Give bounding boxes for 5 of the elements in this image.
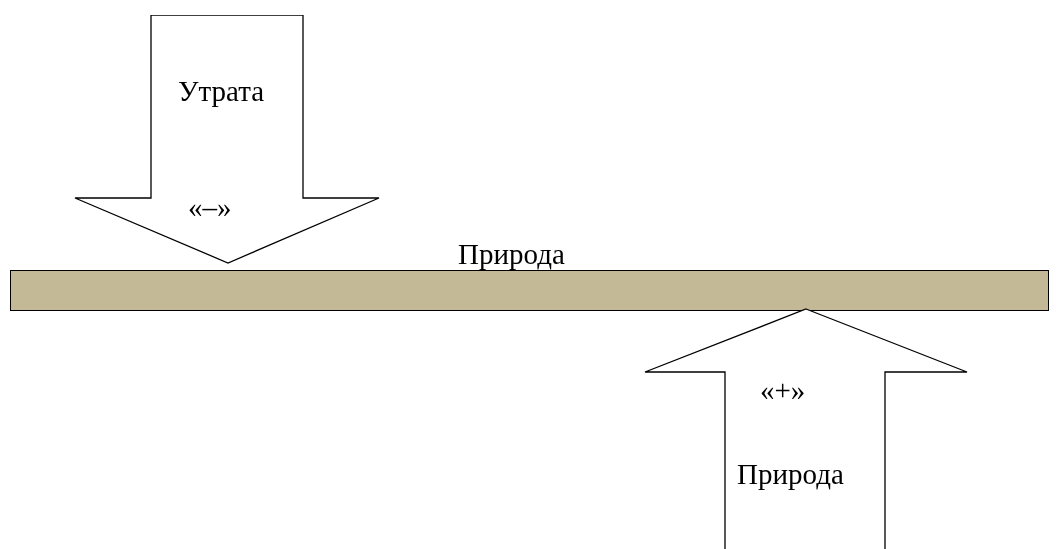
arrow-label: Природа — [737, 458, 844, 491]
arrow-label: «–» — [188, 191, 232, 224]
arrow-label: «+» — [760, 374, 806, 407]
arrow-label: Утрата — [178, 75, 265, 108]
bar-heading: Природа — [458, 238, 565, 271]
